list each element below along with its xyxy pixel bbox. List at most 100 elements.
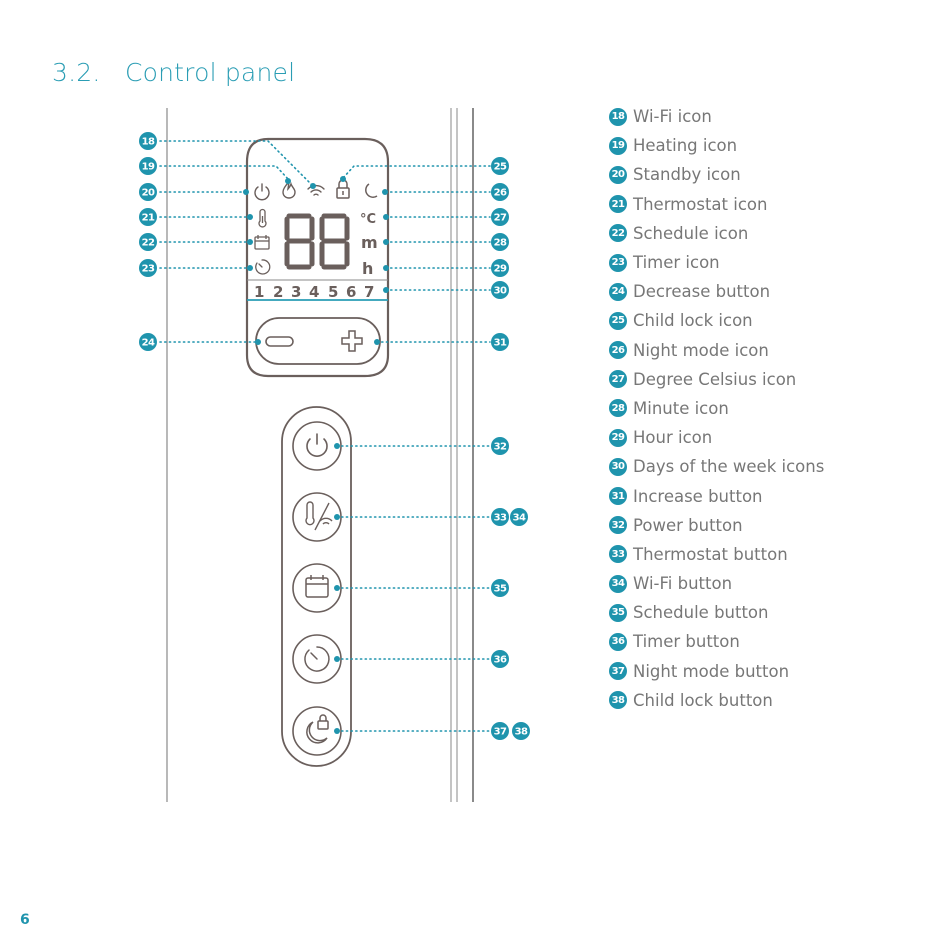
page-number: 6	[20, 912, 30, 928]
heater-body-lines	[166, 108, 474, 802]
callout-35: 35	[494, 584, 507, 595]
segment-display-88	[284, 213, 350, 270]
timer-button[interactable]	[292, 634, 342, 684]
legend-number: 32	[609, 516, 627, 535]
power-button[interactable]	[292, 421, 342, 471]
power-icon	[254, 183, 270, 201]
legend-label: Wi-Fi button	[633, 574, 733, 594]
legend-item: 36 Timer button	[609, 627, 824, 656]
day-1: 1	[254, 283, 264, 301]
display-panel: °C m h 1 2 3 4 5 6 7	[245, 137, 390, 378]
legend-number: 28	[609, 399, 627, 418]
callout-24: 24	[142, 338, 155, 349]
callout-34: 34	[513, 513, 526, 524]
legend-label: Thermostat icon	[633, 194, 768, 214]
legend-number: 34	[609, 574, 627, 593]
schedule-button[interactable]	[292, 563, 342, 613]
legend-label: Schedule icon	[633, 223, 749, 243]
legend-number: 26	[609, 341, 627, 360]
legend-label: Days of the week icons	[633, 457, 825, 477]
legend-number: 23	[609, 253, 627, 272]
callout-27: 27	[494, 213, 507, 224]
legend-number: 25	[609, 311, 627, 330]
day-2: 2	[273, 283, 283, 301]
leader-endpoints	[243, 176, 389, 734]
legend-item: 34 Wi-Fi button	[609, 569, 824, 598]
hour-icon: h	[362, 259, 373, 278]
callout-33: 33	[494, 513, 507, 524]
timer-icon	[304, 646, 330, 672]
legend-label: Night mode button	[633, 661, 790, 681]
callout-25: 25	[494, 162, 507, 173]
callout-29: 29	[494, 264, 507, 275]
thermometer-icon	[258, 208, 267, 228]
legend-label: Timer button	[633, 632, 740, 652]
callout-37: 37	[494, 727, 507, 738]
legend-label: Wi-Fi icon	[633, 107, 712, 127]
left-callouts: 18 19 20 21 22 23 24	[139, 132, 157, 351]
button-bar	[281, 406, 352, 767]
callout-22: 22	[142, 238, 155, 249]
legend-label: Timer icon	[633, 253, 720, 273]
degree-celsius-icon: °C	[360, 212, 376, 227]
legend-number: 38	[609, 691, 627, 710]
callout-26: 26	[494, 188, 507, 199]
minus-icon[interactable]	[265, 336, 294, 347]
legend-item: 18 Wi-Fi icon	[609, 102, 824, 131]
legend-item: 24 Decrease button	[609, 277, 824, 306]
legend-number: 36	[609, 632, 627, 651]
day-7: 7	[364, 283, 374, 301]
legend-number: 30	[609, 457, 627, 476]
callout-20: 20	[142, 188, 155, 199]
legend-number: 18	[609, 107, 627, 126]
callout-18: 18	[142, 137, 155, 148]
timer-icon	[255, 259, 271, 275]
leader-lines	[159, 140, 491, 732]
legend-item: 30 Days of the week icons	[609, 452, 824, 481]
legend-label: Thermostat button	[633, 544, 788, 564]
callout-36: 36	[494, 655, 507, 666]
right-callouts: 25 26 27 28 29 30 31 32 33 34 35 36 37 3…	[491, 157, 530, 740]
thermostat-wifi-button[interactable]	[292, 492, 342, 542]
day-5: 5	[328, 283, 338, 301]
callout-30: 30	[494, 286, 507, 297]
night-lock-button[interactable]	[292, 706, 342, 756]
legend-number: 29	[609, 428, 627, 447]
legend-number: 19	[609, 136, 627, 155]
legend-item: 25 Child lock icon	[609, 306, 824, 335]
callout-31: 31	[494, 338, 507, 349]
legend-item: 29 Hour icon	[609, 423, 824, 452]
legend-number: 35	[609, 603, 627, 622]
legend-number: 24	[609, 282, 627, 301]
section-title: 3.2. Control panel	[52, 58, 296, 87]
legend-label: Child lock icon	[633, 311, 753, 331]
legend-label: Degree Celsius icon	[633, 369, 797, 389]
callout-21: 21	[142, 213, 155, 224]
legend-label: Hour icon	[633, 428, 713, 448]
day-4: 4	[309, 283, 319, 301]
legend-number: 20	[609, 165, 627, 184]
legend-item: 23 Timer icon	[609, 248, 824, 277]
plus-icon[interactable]	[341, 330, 363, 352]
legend-label: Minute icon	[633, 398, 729, 418]
legend-label: Decrease button	[633, 282, 771, 302]
calendar-icon	[305, 575, 329, 598]
legend-label: Increase button	[633, 486, 763, 506]
calendar-icon	[254, 235, 270, 250]
callout-38: 38	[515, 727, 528, 738]
thermostat-wifi-icon	[305, 501, 333, 531]
